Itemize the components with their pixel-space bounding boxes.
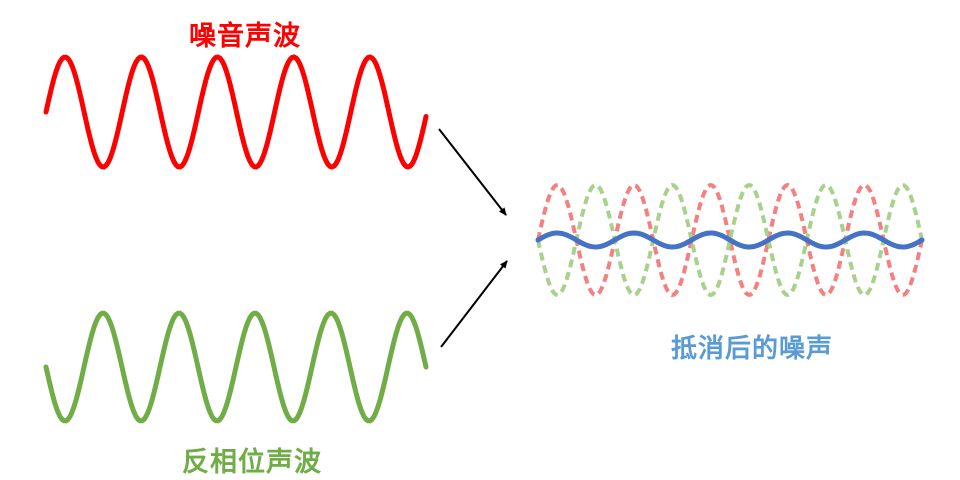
residual-noise-wave bbox=[535, 230, 925, 250]
noise-sine-wave bbox=[43, 54, 429, 170]
top-merge-arrow bbox=[438, 128, 507, 216]
combined-antiphase-dashed-wave bbox=[536, 182, 924, 298]
bottom-merge-arrow bbox=[440, 260, 508, 348]
antiphase-wave-label: 反相位声波 bbox=[182, 447, 322, 477]
antiphase-sine-wave bbox=[43, 310, 429, 424]
cancelled-noise-label: 抵消后的噪声 bbox=[670, 333, 834, 363]
noise-wave-label: 噪音声波 bbox=[189, 21, 301, 51]
combined-noise-dashed-wave bbox=[536, 182, 924, 298]
